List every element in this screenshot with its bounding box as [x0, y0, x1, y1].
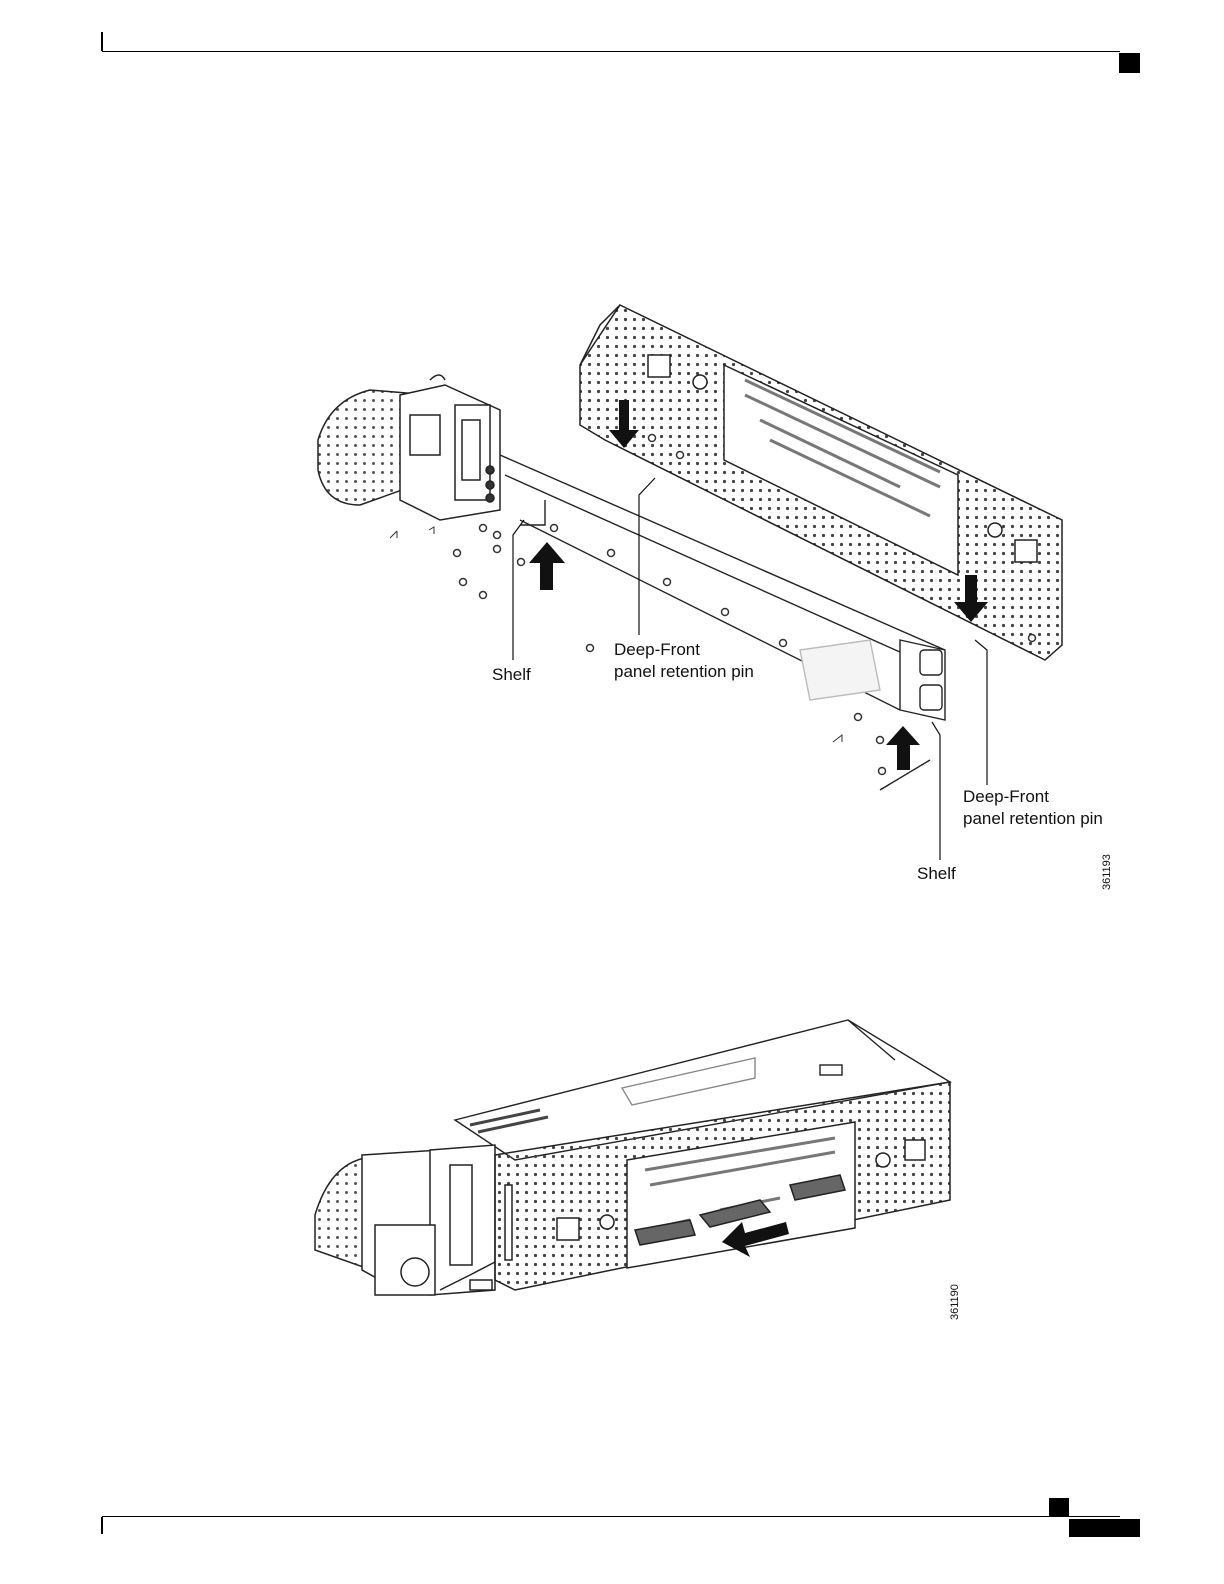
pin-label-right-line1: Deep-Front	[963, 787, 1049, 806]
pin-label-right-line2: panel retention pin	[963, 809, 1103, 828]
figure-1-id: 361193	[1101, 854, 1113, 890]
shelf-label-left: Shelf	[492, 665, 531, 684]
pin-label-top-line2: panel retention pin	[614, 662, 754, 681]
shelf-label-right: Shelf	[917, 864, 956, 883]
chassis-left-unit	[315, 1145, 495, 1295]
arrow-up-icon	[886, 726, 920, 770]
arrow-up-icon	[529, 542, 565, 590]
chassis-bracket-left	[318, 375, 500, 520]
pin-label-top-line1: Deep-Front	[614, 640, 700, 659]
figure-2-id: 361190	[949, 1284, 961, 1320]
tick-marks	[390, 527, 842, 742]
deep-front-panel	[580, 305, 1062, 660]
